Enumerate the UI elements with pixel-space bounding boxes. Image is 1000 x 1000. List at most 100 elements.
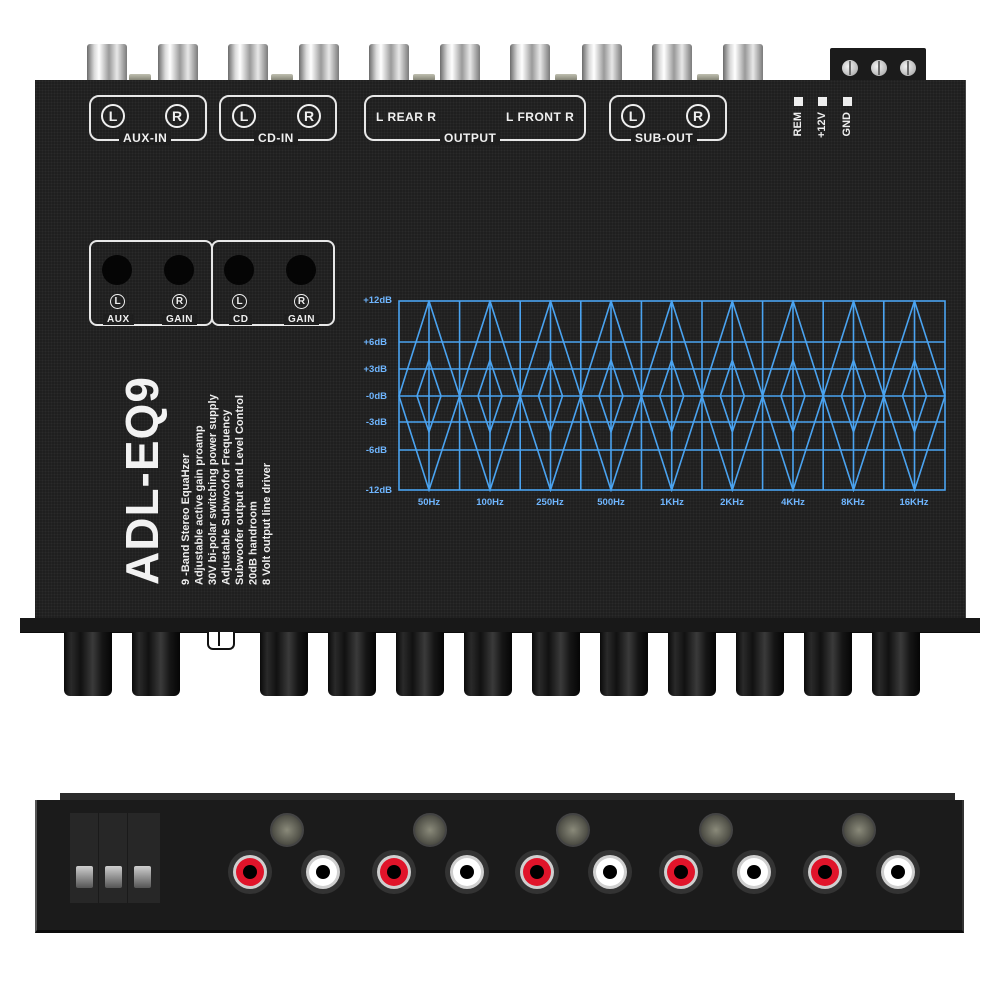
- y-tick: -6dB: [365, 445, 387, 456]
- eq-curve-grid: [398, 300, 946, 492]
- left-channel-icon: L: [232, 104, 256, 128]
- knob-sub-level[interactable]: [872, 632, 920, 696]
- terminal-screw-icon[interactable]: [871, 60, 887, 76]
- led-indicator-icon: [699, 813, 733, 847]
- cd-gain-right-adjust[interactable]: [286, 255, 316, 285]
- knob-band-8[interactable]: [736, 632, 784, 696]
- screw-icon: [413, 74, 435, 81]
- rca-jack-front-left[interactable]: [510, 44, 550, 81]
- feature-item: Adjustable active gain proamp: [193, 425, 206, 585]
- knob-band-7[interactable]: [668, 632, 716, 696]
- rem-marker-icon: [794, 97, 803, 106]
- feature-list: 9 -Band Stereo EquaHzer Adjustable activ…: [180, 345, 275, 585]
- right-channel-icon: R: [165, 104, 189, 128]
- left-channel-icon: L: [110, 294, 125, 309]
- aux-gain-right-adjust[interactable]: [164, 255, 194, 285]
- knob-aux-gain-left[interactable]: [64, 632, 112, 696]
- knob-band-9[interactable]: [804, 632, 852, 696]
- terminal-slot-icon[interactable]: [105, 866, 122, 888]
- gnd-label: GND: [841, 112, 853, 137]
- rear-rca-red[interactable]: [803, 850, 847, 894]
- model-name: ADL-EQ9: [116, 376, 168, 585]
- feature-item: Subwoofer output and Level Control: [234, 394, 246, 585]
- knob-band-3[interactable]: [396, 632, 444, 696]
- rear-output-label: L REAR R: [376, 110, 437, 124]
- rca-jack-rear-left[interactable]: [369, 44, 409, 81]
- terminal-slot-icon[interactable]: [76, 866, 93, 888]
- rca-jack-aux-left[interactable]: [87, 44, 127, 81]
- terminal-screw-icon[interactable]: [900, 60, 916, 76]
- feature-item: 8 Volt output line driver: [261, 462, 273, 585]
- aux-label: AUX: [103, 314, 134, 325]
- rca-jack-rear-right[interactable]: [440, 44, 480, 81]
- knob-band-2[interactable]: [328, 632, 376, 696]
- rear-rca-red[interactable]: [515, 850, 559, 894]
- y-tick: -12dB: [365, 485, 392, 496]
- rear-rca-white[interactable]: [876, 850, 920, 894]
- output-label: OUTPUT: [440, 131, 501, 145]
- screw-icon: [129, 74, 151, 81]
- rem-label: REM: [792, 112, 804, 137]
- rca-jack-sub-left[interactable]: [652, 44, 692, 81]
- feature-item: 9 -Band Stereo EquaHzer: [180, 453, 192, 585]
- led-indicator-icon: [270, 813, 304, 847]
- knob-aux-gain-right[interactable]: [132, 632, 180, 696]
- toggle-switch[interactable]: [207, 632, 235, 650]
- led-indicator-icon: [842, 813, 876, 847]
- right-channel-icon: R: [686, 104, 710, 128]
- x-tick: 8KHz: [841, 497, 865, 508]
- x-tick: 100Hz: [476, 497, 504, 508]
- y-tick: +3dB: [363, 364, 388, 375]
- x-tick: 500Hz: [597, 497, 625, 508]
- sub-out-label: SUB-OUT: [631, 131, 698, 145]
- rca-jack-cd-left[interactable]: [228, 44, 268, 81]
- 12v-marker-icon: [818, 97, 827, 106]
- rear-power-terminal[interactable]: [70, 813, 160, 903]
- rca-jack-front-right[interactable]: [582, 44, 622, 81]
- feature-item: 20dB handroom: [247, 501, 260, 585]
- rca-jack-cd-right[interactable]: [299, 44, 339, 81]
- rear-rca-red[interactable]: [228, 850, 272, 894]
- led-indicator-icon: [556, 813, 590, 847]
- rear-rca-red[interactable]: [659, 850, 703, 894]
- rca-jack-sub-right[interactable]: [723, 44, 763, 81]
- y-tick: -0dB: [365, 391, 387, 402]
- rear-rca-white[interactable]: [588, 850, 632, 894]
- x-tick: 2KHz: [720, 497, 744, 508]
- knob-band-5[interactable]: [532, 632, 580, 696]
- knob-band-6[interactable]: [600, 632, 648, 696]
- screw-icon: [697, 74, 719, 81]
- terminal-slot-icon[interactable]: [134, 866, 151, 888]
- cd-gain-group: [211, 240, 335, 326]
- terminal-screw-icon[interactable]: [842, 60, 858, 76]
- screw-icon: [271, 74, 293, 81]
- rear-rca-white[interactable]: [445, 850, 489, 894]
- gain-label: GAIN: [284, 314, 319, 325]
- left-channel-icon: L: [101, 104, 125, 128]
- aux-gain-left-adjust[interactable]: [102, 255, 132, 285]
- y-tick: +6dB: [363, 337, 388, 348]
- left-channel-icon: L: [621, 104, 645, 128]
- cd-gain-left-adjust[interactable]: [224, 255, 254, 285]
- power-terminal-block[interactable]: [830, 48, 926, 82]
- panel-ledge: [20, 618, 980, 633]
- x-tick: 4KHz: [781, 497, 805, 508]
- knob-band-4[interactable]: [464, 632, 512, 696]
- gain-label: GAIN: [162, 314, 197, 325]
- cd-label: CD: [229, 314, 253, 325]
- cd-in-label: CD-IN: [254, 131, 298, 145]
- rear-rca-white[interactable]: [301, 850, 345, 894]
- x-tick: 50Hz: [417, 497, 441, 508]
- x-tick: 16KHz: [899, 497, 929, 508]
- feature-item: 30V bi-polar switching power supply: [207, 394, 219, 585]
- rear-rca-white[interactable]: [732, 850, 776, 894]
- right-channel-icon: R: [172, 294, 187, 309]
- gnd-marker-icon: [843, 97, 852, 106]
- front-output-label: L FRONT R: [506, 110, 575, 124]
- rca-jack-aux-right[interactable]: [158, 44, 198, 81]
- front-panel: [35, 80, 966, 622]
- screw-icon: [555, 74, 577, 81]
- knob-band-1[interactable]: [260, 632, 308, 696]
- rear-rca-red[interactable]: [372, 850, 416, 894]
- y-tick: -3dB: [365, 417, 387, 428]
